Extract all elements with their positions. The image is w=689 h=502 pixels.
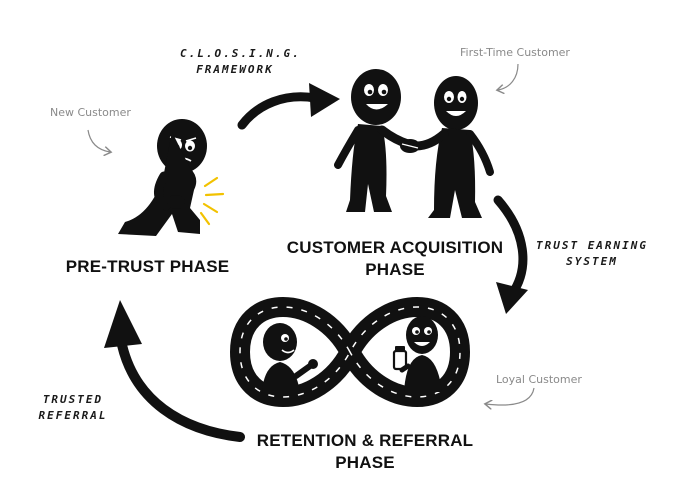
trusted-referral-label: TRUSTED REFERRAL	[28, 392, 118, 424]
customer-acquisition-line2: PHASE	[365, 260, 425, 279]
customer-acquisition-phase-label: CUSTOMER ACQUISITION PHASE	[275, 237, 515, 281]
worried-customer-figure	[118, 119, 225, 236]
new-customer-note: New Customer	[50, 106, 131, 119]
loyal-customer-figure	[392, 316, 442, 392]
loyal-customer-pointer-icon	[486, 387, 535, 405]
talking-customer-figure	[262, 323, 318, 392]
trust-earning-line1: TRUST EARNING	[535, 239, 649, 252]
trust-earning-arrow	[493, 195, 528, 314]
loyal-customer-note: Loyal Customer	[496, 373, 582, 386]
trust-earning-line2: SYSTEM	[566, 255, 618, 268]
trusted-referral-line2: REFERRAL	[38, 409, 108, 422]
customer-acquisition-line1: CUSTOMER ACQUISITION	[286, 238, 504, 257]
new-customer-pointer-icon	[87, 129, 110, 152]
first-time-customer-pointer-icon	[498, 63, 519, 90]
first-time-customer-note: First-Time Customer	[460, 46, 570, 59]
closing-framework-line1: C.L.O.S.I.N.G.	[180, 47, 301, 60]
closing-framework-arrow	[237, 83, 340, 130]
retention-referral-line1: RETENTION & REFERRAL	[256, 431, 474, 450]
trusted-referral-arrow	[104, 300, 245, 442]
retention-referral-phase-label: RETENTION & REFERRAL PHASE	[250, 430, 480, 474]
retention-referral-line2: PHASE	[335, 453, 395, 472]
closing-framework-label: C.L.O.S.I.N.G. FRAMEWORK	[180, 46, 301, 78]
pre-trust-phase-label: PRE-TRUST PHASE	[65, 257, 230, 276]
trusted-referral-line1: TRUSTED	[42, 393, 104, 406]
handshake-figures	[334, 69, 494, 218]
trust-earning-system-label: TRUST EARNING SYSTEM	[532, 238, 652, 270]
closing-framework-line2: FRAMEWORK	[196, 63, 274, 76]
